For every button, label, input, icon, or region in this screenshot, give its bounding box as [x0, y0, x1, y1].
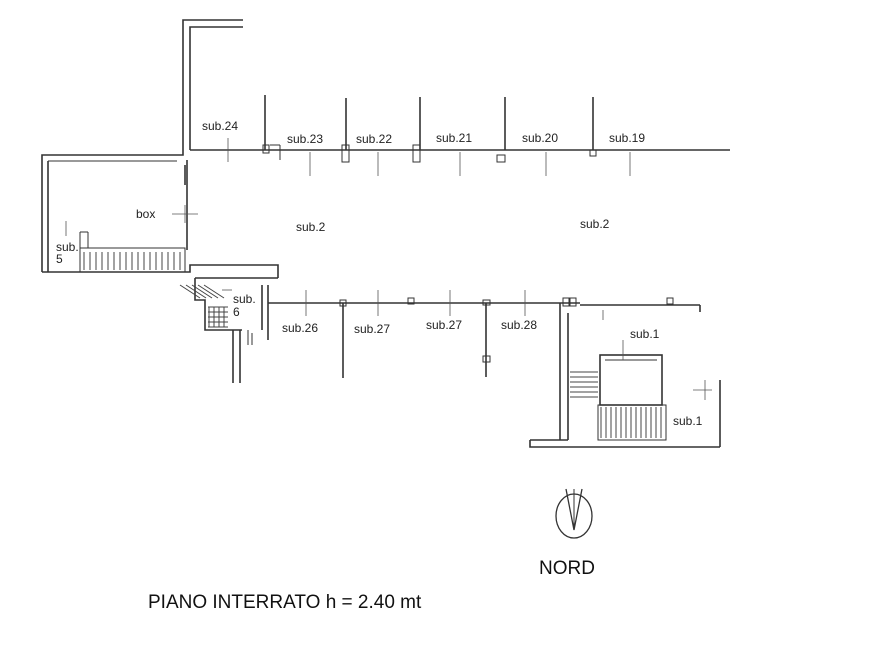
label-sub-23: sub.23	[287, 132, 323, 146]
label-sub-5-line1: sub.	[56, 240, 79, 254]
compass-label: NORD	[539, 558, 595, 579]
label-box: box	[136, 207, 155, 221]
label-sub-6-line2: 6	[233, 305, 240, 319]
label-sub-2-left: sub.2	[296, 220, 326, 234]
label-sub-2-right: sub.2	[580, 217, 610, 231]
label-sub-1-bottom: sub.1	[673, 414, 703, 428]
label-sub-28: sub.28	[501, 318, 537, 332]
label-sub-27-b: sub.27	[426, 318, 462, 332]
label-sub-6-line1: sub.	[233, 292, 256, 306]
label-sub-27-a: sub.27	[354, 322, 390, 336]
unit-labels: sub.24 sub.23 sub.22 sub.21 sub.20 sub.1…	[56, 119, 703, 428]
lower-details	[339, 297, 674, 363]
label-sub-5-line2: 5	[56, 252, 63, 266]
label-sub-22: sub.22	[356, 132, 392, 146]
label-sub-26: sub.26	[282, 321, 318, 335]
floor-caption: PIANO INTERRATO h = 2.40 mt	[148, 592, 422, 613]
label-sub-19: sub.19	[609, 131, 645, 145]
stair-hatching	[83, 252, 662, 438]
label-sub-24: sub.24	[202, 119, 238, 133]
tick-marks	[65, 138, 712, 400]
box-partitions	[262, 95, 597, 163]
walls	[41, 19, 730, 448]
label-sub-21: sub.21	[436, 131, 472, 145]
label-sub-1-top: sub.1	[630, 327, 660, 341]
label-sub-20: sub.20	[522, 131, 558, 145]
north-compass-icon	[555, 488, 593, 539]
